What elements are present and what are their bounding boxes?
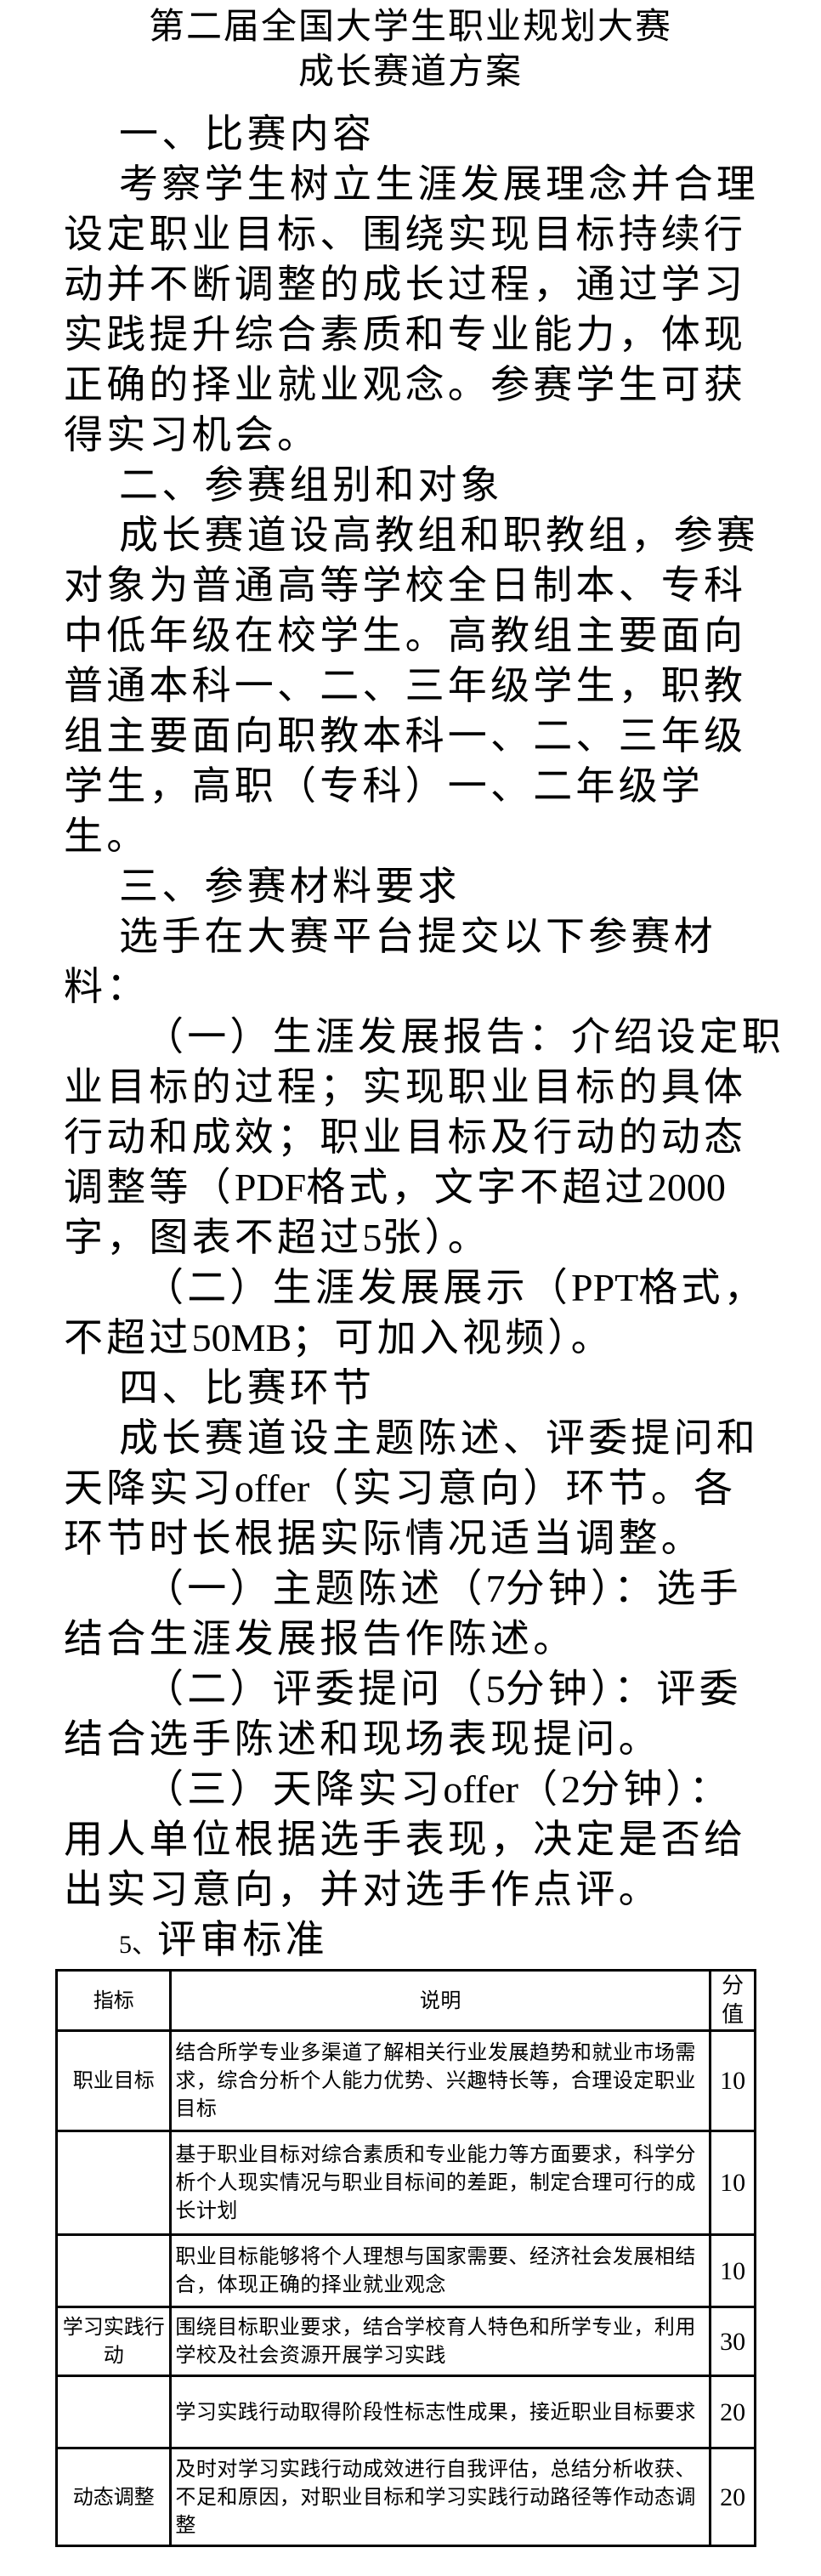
offer-word: offer: [443, 1767, 518, 1811]
cell-description: 结合所学专业多渠道了解相关行业发展趋势和就业市场需求，综合分析个人能力优势、兴趣…: [169, 2029, 712, 2132]
paragraph-line: 选手在大赛平台提交以下参赛材: [119, 913, 716, 959]
text-run: （实习意向）环节。各: [309, 1465, 737, 1511]
section-heading-5: 5、评审标准: [64, 1915, 757, 1965]
material-item-1: （一）生涯发展报告：介绍设定职: [144, 1013, 784, 1059]
cell-score: 30: [709, 2306, 756, 2377]
header-score-label: 分值: [722, 1973, 745, 2028]
cell-description: 围绕目标职业要求，结合学校育人特色和所学专业，利用学校及社会资源开展学习实践: [169, 2306, 712, 2377]
cell-description: 职业目标能够将个人理想与国家需要、经济社会发展相结合，体现正确的择业就业观念: [169, 2233, 712, 2308]
duration-minutes: 7: [485, 1567, 506, 1610]
header-score: 分值: [709, 1969, 756, 2032]
paragraph-line: 字，图表不超过5张）。: [64, 1212, 757, 1262]
text-run: 格式，: [638, 1264, 767, 1310]
paragraph-line: 生。: [64, 813, 150, 859]
paragraph-line: 不超过50MB；可加入视频）。: [64, 1313, 757, 1363]
format-ppt: PPT: [571, 1266, 639, 1309]
paragraph-line: 动并不断调整的成长过程，通过学习: [64, 261, 747, 307]
cell-score: 20: [709, 2375, 756, 2449]
cell-indicator: [54, 2375, 173, 2449]
cell-score: 20: [709, 2447, 756, 2547]
table-row: 职业目标 结合所学专业多渠道了解相关行业发展趋势和就业市场需求，综合分析个人能力…: [54, 2029, 756, 2132]
paragraph-line: 料：: [64, 963, 150, 1009]
paragraph-line: 行动和成效；职业目标及行动的动态: [64, 1114, 747, 1160]
paragraph-line: 天降实习offer（实习意向）环节。各: [64, 1463, 757, 1513]
table-row: 学习实践行动 围绕目标职业要求，结合学校育人特色和所学专业，利用学校及社会资源开…: [54, 2306, 756, 2377]
text-run: （三）天降实习: [144, 1766, 444, 1812]
header-indicator: 指标: [54, 1969, 173, 2032]
offer-word: offer: [234, 1467, 310, 1510]
table-row: 动态调整 及时对学习实践行动成效进行自我评估，总结分析收获、不足和原因，对职业目…: [54, 2447, 756, 2547]
text-run: ；可加入视频）。: [292, 1314, 614, 1360]
paragraph-line: 结合生涯发展报告作陈述。: [64, 1615, 576, 1661]
table-row: 职业目标能够将个人理想与国家需要、经济社会发展相结合，体现正确的择业就业观念 1…: [54, 2233, 756, 2308]
cell-indicator: [54, 2233, 173, 2308]
text-run: 不超过: [64, 1314, 192, 1360]
header-description: 说明: [169, 1969, 712, 2032]
paragraph-line: 业目标的过程；实现职业目标的具体: [64, 1064, 747, 1109]
size-limit: 50MB: [191, 1316, 292, 1359]
text-run: （一）主题陈述（: [144, 1565, 486, 1611]
text-run: 分钟）：评委: [505, 1665, 742, 1711]
format-pdf: PDF: [234, 1166, 307, 1209]
section-heading-4: 四、比赛环节: [119, 1365, 376, 1410]
word-limit: 2000: [647, 1166, 726, 1209]
text-run: 字，图表不超过: [64, 1214, 363, 1260]
paragraph-line: 对象为普通高等学校全日制本、专科: [64, 562, 747, 608]
paragraph-line: 实践提升综合素质和专业能力，体现: [64, 311, 747, 357]
paragraph-line: 调整等（PDF格式，文字不超过2000: [64, 1162, 757, 1212]
cell-indicator: 动态调整: [54, 2447, 173, 2547]
cell-description: 基于职业目标对综合素质和专业能力等方面要求，科学分析个人现实情况与职业目标间的差…: [169, 2130, 712, 2236]
paragraph-line: 中低年级在校学生。高教组主要面向: [64, 612, 747, 658]
section-heading-2: 二、参赛组别和对象: [119, 462, 503, 508]
cell-score: 10: [709, 2029, 756, 2132]
text-run: 分钟）：: [580, 1766, 732, 1812]
document-title-line-1: 第二届全国大学生职业规划大赛: [148, 5, 672, 47]
section-title: 评审标准: [157, 1916, 328, 1962]
paragraph-line: 正确的择业就业观念。参赛学生可获: [64, 361, 747, 407]
cell-indicator: 职业目标: [54, 2029, 173, 2132]
paragraph-line: 成长赛道设主题陈述、评委提问和: [119, 1415, 759, 1461]
section-heading-3: 三、参赛材料要求: [119, 863, 461, 909]
stage-item-2: （二）评委提问（5分钟）：评委: [64, 1664, 757, 1714]
text-run: 格式，文字不超过: [306, 1164, 648, 1210]
cell-description: 学习实践行动取得阶段性标志性成果，接近职业目标要求: [169, 2375, 712, 2449]
material-item-2: （二）生涯发展展示（PPT格式，: [64, 1262, 763, 1313]
paragraph-line: 环节时长根据实际情况适当调整。: [64, 1515, 704, 1561]
document-body: 一、比赛内容 考察学生树立生涯发展理念并合理 设定职业目标、围绕实现目标持续行 …: [64, 109, 784, 1965]
scoring-criteria-table: 指标 说明 分值 职业目标 结合所学专业多渠道了解相关行业发展趋势和就业市场需求…: [54, 1969, 756, 2547]
cell-indicator: 学习实践行动: [54, 2306, 173, 2377]
text-run: （: [518, 1766, 562, 1812]
paragraph-line: 设定职业目标、围绕实现目标持续行: [64, 211, 747, 257]
paragraph-line: 用人单位根据选手表现，决定是否给: [64, 1816, 747, 1862]
duration-minutes: 2: [561, 1767, 581, 1811]
cell-score: 10: [709, 2233, 756, 2308]
paragraph-line: 组主要面向职教本科一、二、三年级: [64, 712, 747, 758]
text-run: （二）评委提问（: [144, 1665, 486, 1711]
paragraph-line: 成长赛道设高教组和职教组，参赛: [119, 512, 759, 558]
table-header-row: 指标 说明 分值: [54, 1969, 756, 2032]
cell-score: 10: [709, 2130, 756, 2236]
section-heading-1: 一、比赛内容: [119, 111, 376, 156]
table-row: 学习实践行动取得阶段性标志性成果，接近职业目标要求 20: [54, 2375, 756, 2449]
text-run: 分钟）：选手: [505, 1565, 742, 1611]
text-run: 天降实习: [64, 1465, 235, 1511]
section-number: 5、: [119, 1931, 157, 1959]
paragraph-line: 学生，高职（专科）一、二年级学: [64, 763, 704, 809]
paragraph-line: 出实习意向，并对选手作点评。: [64, 1866, 661, 1912]
text-run: 张）。: [382, 1214, 491, 1260]
stage-item-3: （三）天降实习offer（2分钟）：: [64, 1764, 757, 1814]
table-row: 基于职业目标对综合素质和专业能力等方面要求，科学分析个人现实情况与职业目标间的差…: [54, 2130, 756, 2236]
paragraph-line: 普通本科一、二、三年级学生，职教: [64, 662, 747, 708]
stage-item-1: （一）主题陈述（7分钟）：选手: [64, 1563, 757, 1614]
paragraph-line: 考察学生树立生涯发展理念并合理: [119, 161, 759, 207]
paragraph-line: 得实习机会。: [64, 411, 320, 457]
text-run: （二）生涯发展展示（: [144, 1264, 571, 1310]
duration-minutes: 5: [485, 1667, 506, 1711]
document-title-line-2: 成长赛道方案: [297, 50, 523, 92]
cell-indicator: [54, 2130, 173, 2236]
paragraph-line: 结合选手陈述和现场表现提问。: [64, 1716, 661, 1762]
cell-description: 及时对学习实践行动成效进行自我评估，总结分析收获、不足和原因，对职业目标和学习实…: [169, 2447, 712, 2547]
chart-limit: 5: [362, 1216, 382, 1259]
text-run: 调整等（: [64, 1164, 235, 1210]
